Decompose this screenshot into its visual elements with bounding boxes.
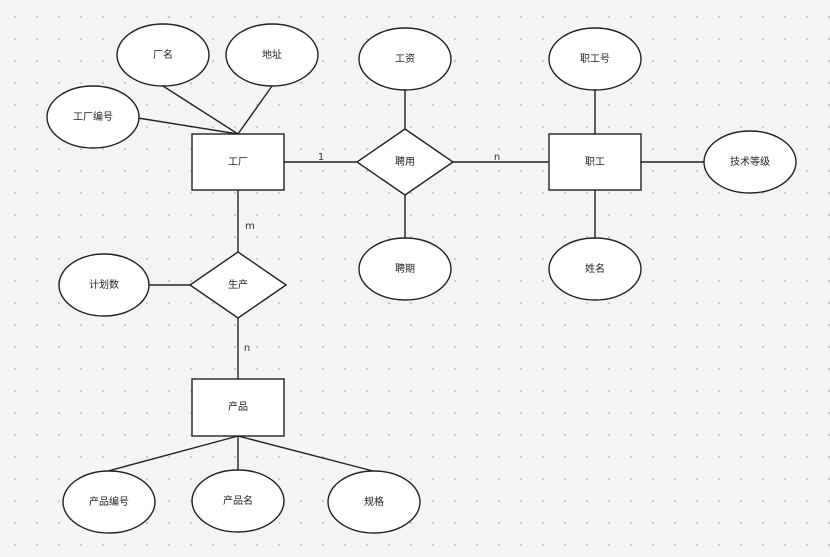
attribute-skill-level[interactable]: 技术等级 [703, 130, 797, 194]
edge-product-spec [237, 435, 374, 472]
edge-product-id [107, 435, 239, 472]
attribute-factory-id[interactable]: 工厂编号 [46, 85, 140, 149]
entity-product[interactable]: 产品 [191, 378, 285, 437]
cardinality-produce-product: n [244, 343, 250, 354]
attribute-spec-label: 规格 [364, 495, 384, 508]
relationship-hire-label: 聘用 [395, 155, 415, 168]
entity-employee[interactable]: 职工 [548, 133, 642, 191]
attribute-hire-term[interactable]: 聘期 [358, 237, 452, 301]
attribute-employee-id-label: 职工号 [580, 53, 610, 65]
relationship-produce[interactable]: 生产 [188, 251, 288, 319]
entity-factory[interactable]: 工厂 [191, 133, 285, 191]
attribute-factory-name-label: 厂名 [153, 48, 173, 61]
attribute-skill-level-label: 技术等级 [730, 155, 770, 168]
cardinality-factory-produce: m [245, 221, 255, 232]
attribute-product-name-label: 产品名 [223, 494, 253, 507]
attribute-address[interactable]: 地址 [225, 23, 319, 87]
attribute-product-id[interactable]: 产品编号 [62, 470, 156, 534]
edge-factory-id [137, 117, 239, 135]
attribute-spec[interactable]: 规格 [327, 470, 421, 534]
entity-factory-label: 工厂 [228, 157, 248, 168]
cardinality-factory-hire: 1 [318, 152, 324, 163]
attribute-plan-quantity[interactable]: 计划数 [58, 253, 150, 317]
attribute-employee-name[interactable]: 姓名 [548, 237, 642, 301]
attribute-employee-name-label: 姓名 [585, 262, 605, 275]
connector-lines [107, 85, 704, 472]
attribute-address-label: 地址 [262, 48, 282, 61]
relationship-produce-label: 生产 [228, 278, 248, 291]
attribute-salary[interactable]: 工资 [358, 27, 452, 91]
entity-product-label: 产品 [228, 400, 248, 413]
attribute-hire-term-label: 聘期 [395, 262, 415, 275]
attribute-product-name[interactable]: 产品名 [191, 469, 285, 533]
edge-factory-address [237, 85, 273, 135]
cardinality-hire-employee: n [494, 152, 500, 163]
attribute-salary-label: 工资 [395, 53, 415, 65]
relationship-hire[interactable]: 聘用 [355, 128, 455, 196]
attribute-factory-id-label: 工厂编号 [73, 110, 113, 123]
edge-factory-name [162, 85, 239, 135]
attribute-plan-quantity-label: 计划数 [89, 278, 119, 291]
attribute-factory-name[interactable]: 厂名 [116, 23, 210, 87]
entity-employee-label: 职工 [585, 156, 605, 168]
attribute-product-id-label: 产品编号 [89, 495, 129, 508]
attribute-employee-id[interactable]: 职工号 [548, 27, 642, 91]
